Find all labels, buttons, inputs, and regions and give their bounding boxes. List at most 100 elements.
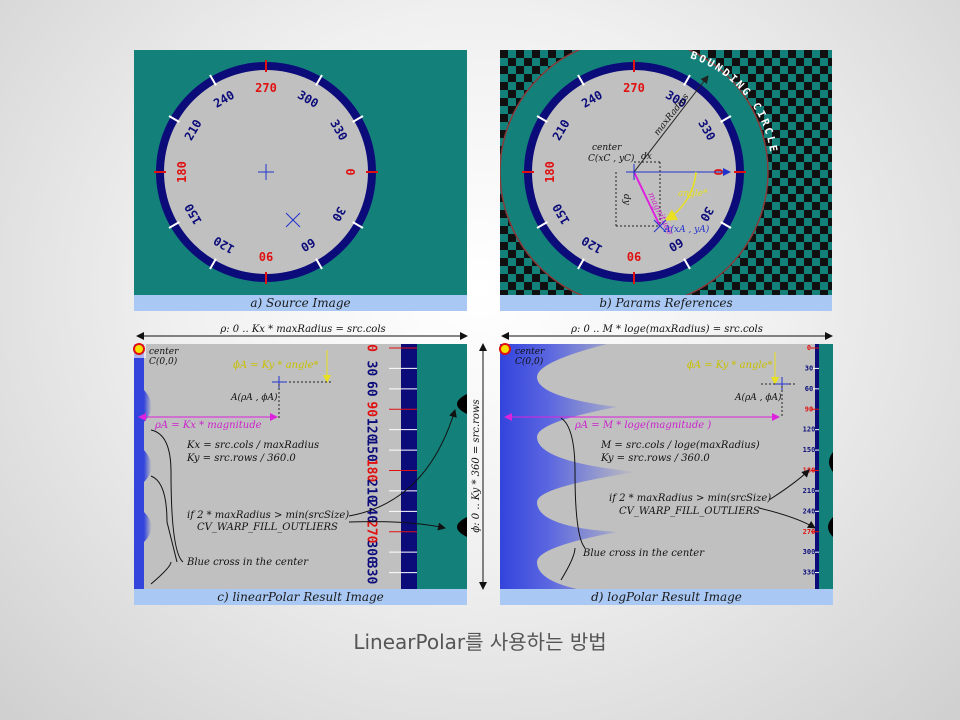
dial-label-60: 60 <box>298 235 318 254</box>
center-label: center <box>149 347 179 357</box>
rho-axis-label: ρ: 0 .. M * loge(maxRadius) = src.cols <box>570 324 763 335</box>
slide-title: LinearPolar를 사용하는 방법 <box>353 630 607 654</box>
dial-tick-330 <box>352 115 364 123</box>
scale-label-270: 270 <box>803 528 816 536</box>
flag-arrow-right <box>758 507 816 529</box>
magnitude-line <box>633 171 661 227</box>
phi-formula: ϕA = Ky * angle* <box>687 360 773 371</box>
center-cross <box>258 164 274 180</box>
scale-label-180: 180 <box>364 459 379 483</box>
dy-label: dy <box>621 194 631 206</box>
dial-tick-150 <box>168 221 180 229</box>
dial-label-90: 90 <box>627 249 641 263</box>
ky-formula: Ky = src.rows / 360.0 <box>600 453 710 464</box>
caption-b: b) Params References <box>500 295 832 311</box>
dial-tick-30 <box>720 221 732 229</box>
dial-label-180: 180 <box>175 161 189 183</box>
scale-label-0: 0 <box>364 344 379 352</box>
linear-polar-figure: ρ: 0 .. Kx * maxRadius = src.cols 0 30 60 9… <box>133 324 487 590</box>
center-coords-label: C(xC , yC) <box>588 153 635 164</box>
black-bump-2 <box>828 517 833 537</box>
scale-label-90: 90 <box>805 405 813 413</box>
point-cross <box>775 377 789 391</box>
black-bump-1 <box>457 394 467 414</box>
scale-label-90: 90 <box>364 401 379 417</box>
point-cross <box>653 219 667 233</box>
dial-label-0: 0 <box>343 168 357 175</box>
dial-ticks <box>154 60 378 284</box>
point-a-label: A(xA , yA) <box>663 224 710 235</box>
angle-label: angle* <box>678 189 708 199</box>
dial-tick-240 <box>209 74 217 86</box>
flag-arrow-up <box>348 409 457 517</box>
dial-tick-330 <box>720 115 732 123</box>
if-line: if 2 * maxRadius > min(srcSize) <box>187 510 349 521</box>
scale-label-300: 300 <box>803 548 816 556</box>
panel-linear-polar: ρ: 0 .. Kx * maxRadius = src.cols 0 30 60 9… <box>127 322 497 606</box>
scale-label-30: 30 <box>805 364 813 372</box>
rho-axis-label: ρ: 0 .. Kx * maxRadius = src.cols <box>219 324 385 335</box>
dial-label-270: 270 <box>623 81 645 95</box>
dial-tick-240 <box>577 74 585 86</box>
dial-label-180: 180 <box>543 161 557 183</box>
outlier-bumps <box>144 390 152 542</box>
scale-label-0: 0 <box>807 344 811 352</box>
origin-marker <box>133 343 145 355</box>
angle-arc <box>664 171 697 221</box>
flag-arrow-up <box>768 469 810 501</box>
point-a-label: A(ρA , ϕA) <box>230 392 278 403</box>
caption-d: d) logPolar Result Image <box>500 589 833 605</box>
dial-tick-60 <box>683 258 691 270</box>
dial-tick-120 <box>209 258 217 270</box>
scale-label-270: 270 <box>364 520 379 544</box>
black-bump-2 <box>457 517 467 537</box>
center-coords-label: C(0,0) <box>149 356 178 367</box>
kx-formula: Kx = src.cols / maxRadius <box>186 440 319 451</box>
scale-label-120: 120 <box>803 426 816 434</box>
ky-formula: Ky = src.rows / 360.0 <box>186 453 296 464</box>
log-angle-ticks <box>811 347 819 574</box>
scale-label-60: 60 <box>364 381 379 397</box>
flag-line: CV_WARP_FILL_OUTLIERS <box>619 506 760 517</box>
center-cross <box>626 164 642 180</box>
dial-label-270: 270 <box>255 81 277 95</box>
scale-label-30: 30 <box>364 361 379 377</box>
dx-label: dx <box>641 152 652 162</box>
dial-label-90: 90 <box>259 249 273 263</box>
dial-tick-300 <box>315 74 323 86</box>
rho-formula: ρA = M * loge(magnitude ) <box>574 420 711 431</box>
scale-label-60: 60 <box>805 385 813 393</box>
brace-2 <box>150 475 178 563</box>
flag-arrow-right <box>348 521 446 531</box>
origin-marker <box>499 343 511 355</box>
scale-label-240: 240 <box>803 507 816 515</box>
scale-label-150: 150 <box>364 438 379 462</box>
caption-a: a) Source Image <box>134 295 467 311</box>
scale-label-210: 210 <box>803 487 816 495</box>
center-label: center <box>515 347 545 357</box>
black-bump-1 <box>829 452 833 472</box>
dial-tick-210 <box>168 115 180 123</box>
blue-cross-note: Blue cross in the center <box>582 548 705 559</box>
rho-formula: ρA = Kx * magnitude <box>154 420 262 431</box>
scale-label-210: 210 <box>364 479 379 503</box>
dial-ticks <box>522 60 746 284</box>
dial-label-30: 30 <box>329 204 348 224</box>
scale-label-330: 330 <box>364 561 379 585</box>
dial-label-60: 60 <box>666 235 686 254</box>
scale-label-150: 150 <box>803 446 816 454</box>
blue-cross-brace <box>150 429 184 585</box>
log-polar-figure: ρ: 0 .. M * loge(maxRadius) = src.cols 0… <box>499 324 833 589</box>
scale-label-240: 240 <box>364 500 379 524</box>
center-coords-label: C(0,0) <box>515 356 544 367</box>
dial-tick-300 <box>683 74 691 86</box>
dial-tick-150 <box>536 221 548 229</box>
phi-formula: ϕA = Ky * angle* <box>233 360 319 371</box>
caption-c: c) linearPolar Result Image <box>134 589 467 605</box>
flag-line: CV_WARP_FILL_OUTLIERS <box>197 522 338 533</box>
